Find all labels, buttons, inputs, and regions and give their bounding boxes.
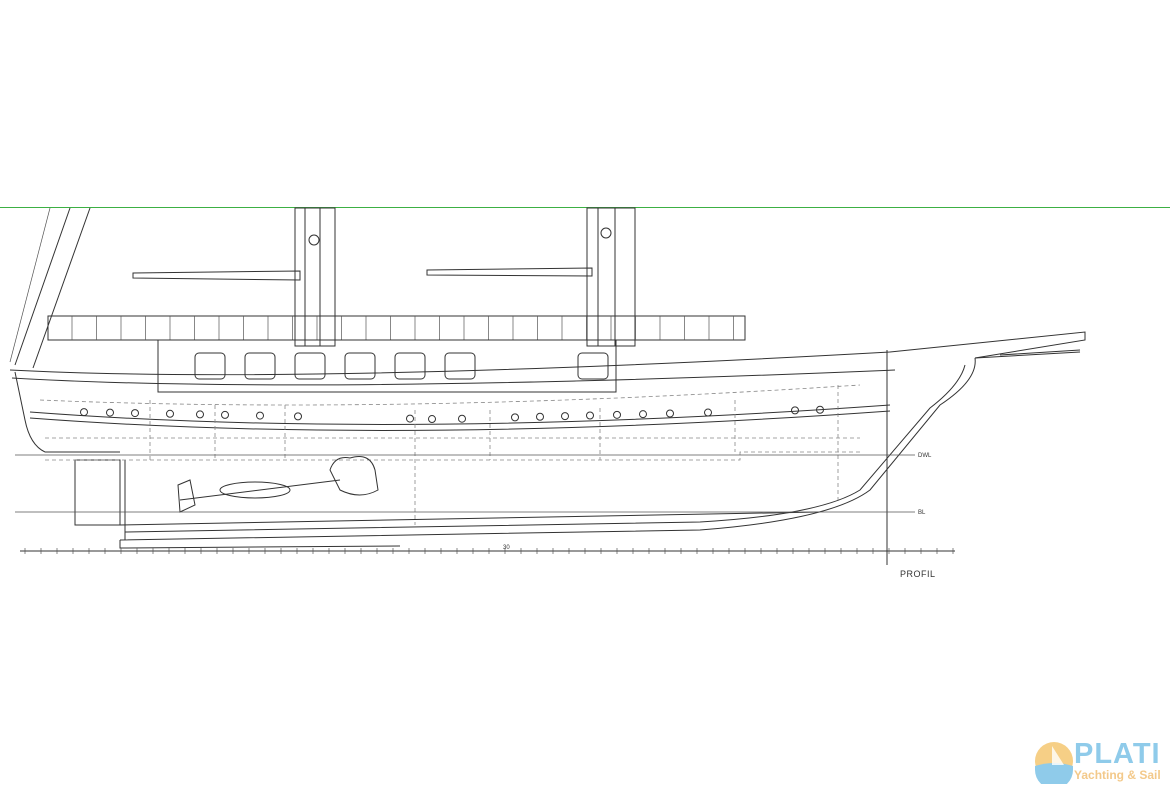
- stern-spar: [9, 207, 91, 369]
- deckhouse-window: [194, 352, 226, 380]
- porthole: [80, 408, 88, 417]
- hull: [9, 331, 1086, 549]
- porthole: [196, 410, 204, 419]
- porthole: [791, 406, 799, 415]
- bl-label: BL: [918, 510, 926, 516]
- deckhouse-window: [244, 352, 276, 380]
- porthole: [613, 410, 621, 419]
- booms: [132, 267, 593, 281]
- deckhouse-window: [394, 352, 426, 380]
- porthole: [536, 412, 544, 421]
- porthole: [166, 409, 174, 418]
- porthole: [639, 410, 647, 419]
- dwl-label: DWL: [918, 453, 932, 459]
- frame-ruler: 30: [20, 545, 955, 554]
- porthole: [428, 415, 436, 424]
- porthole: [586, 411, 594, 420]
- deckhouse: [157, 339, 617, 393]
- porthole: [294, 412, 302, 421]
- scale-number: 30: [503, 545, 510, 551]
- deck-awning-rail: [47, 315, 746, 341]
- porthole: [704, 408, 712, 417]
- porthole: [511, 413, 519, 422]
- deckhouse-window: [294, 352, 326, 380]
- sun-sail-logo-icon: [1035, 742, 1073, 784]
- porthole: [106, 408, 114, 417]
- porthole: [561, 412, 569, 421]
- view-label-profil: PROFIL: [900, 569, 936, 579]
- fore-mast: [586, 207, 636, 347]
- logo-tagline: Yachting & Sail: [1074, 768, 1161, 782]
- main-mast: [294, 207, 336, 347]
- deckhouse-window: [444, 352, 476, 380]
- porthole: [816, 405, 824, 414]
- porthole: [666, 409, 674, 418]
- porthole: [406, 414, 414, 423]
- porthole: [256, 411, 264, 420]
- deckhouse-window: [344, 352, 376, 380]
- porthole: [221, 410, 229, 419]
- porthole: [458, 414, 466, 423]
- logo-name: PLATI: [1074, 738, 1161, 770]
- brand-logo: PLATI Yachting & Sail: [1034, 738, 1170, 784]
- propulsion-shaft: [177, 456, 379, 513]
- reference-lines: DWL BL: [15, 350, 932, 565]
- interior-compartments: [39, 384, 861, 525]
- porthole: [131, 409, 139, 418]
